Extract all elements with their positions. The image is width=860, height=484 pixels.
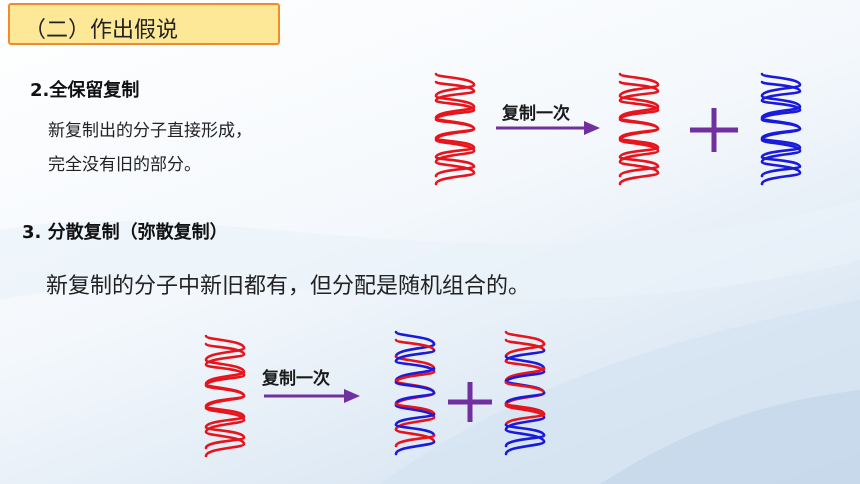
strand-b [204,342,246,450]
daughter-helix-old [618,72,660,186]
strand-a-segment [504,342,546,358]
dispersive-daughter-helix-1 [394,330,436,456]
strand-b-segment [394,402,436,416]
conservative-replication-title: 2.全保留复制 [30,80,140,101]
strand-a-segment [504,428,546,444]
strand-b-segment [394,434,436,448]
section-header: （二）作出假说 [8,3,280,45]
strand-a-segment [504,416,546,431]
plus-vertical-bar [711,108,717,152]
section-header-title: （二）作出假说 [24,18,179,43]
top-replication-arrow [496,121,600,135]
strand-a-segment [394,330,436,346]
strand-b-segment [504,434,546,448]
strand-b-segment [504,349,546,363]
strand-b-segment [504,402,546,416]
conservative-description-line-2: 完全没有旧的部分。 [48,155,201,175]
strand-a-segment [394,342,436,358]
strand-b-segment [504,359,546,374]
strand-b-segment [394,423,436,437]
strand-b-segment [504,370,546,384]
parent-helix-bottom [204,334,246,458]
strand-b-segment [394,349,436,363]
strand-b-segment [394,381,436,395]
bottom-plus-sign [448,382,492,422]
bottom-arrow-label: 复制一次 [262,369,330,389]
dispersive-replication-title: 3. 分散复制（弥散复制） [22,222,228,243]
plus-vertical-bar [467,382,473,422]
top-arrow-label: 复制一次 [502,104,570,124]
strand-b-segment [394,370,436,384]
strand-b-segment [504,423,546,437]
strand-b-segment [504,391,546,405]
strand-a-segment [504,355,546,370]
strand-b-segment [394,338,436,352]
strand-a-segment [394,416,436,431]
strand-a-segment [394,355,436,370]
arrow-head [344,389,360,403]
strand-a [204,334,246,458]
strand-b-segment [504,412,546,427]
dispersive-daughter-helix-2 [504,330,546,456]
strand-b [618,80,660,178]
strand-a-segment [504,330,546,346]
daughter-helix-new [760,72,802,186]
strand-b [434,80,476,178]
bottom-replication-arrow [264,389,360,403]
strand-b-segment [394,412,436,427]
parent-helix-top [434,72,476,186]
strand-b [760,80,802,178]
strand-b-segment [394,391,436,405]
strand-a-segment [504,440,546,456]
strand-a-segment [394,440,436,456]
strand-b-segment [504,338,546,352]
top-plus-sign [690,108,738,152]
strand-a-segment [394,428,436,444]
dispersive-description: 新复制的分子中新旧都有，但分配是随机组合的。 [46,274,531,299]
strand-b-segment [394,359,436,374]
conservative-description-line-1: 新复制出的分子直接形成， [48,121,252,141]
arrow-head [584,121,600,135]
strand-b-segment [504,381,546,395]
